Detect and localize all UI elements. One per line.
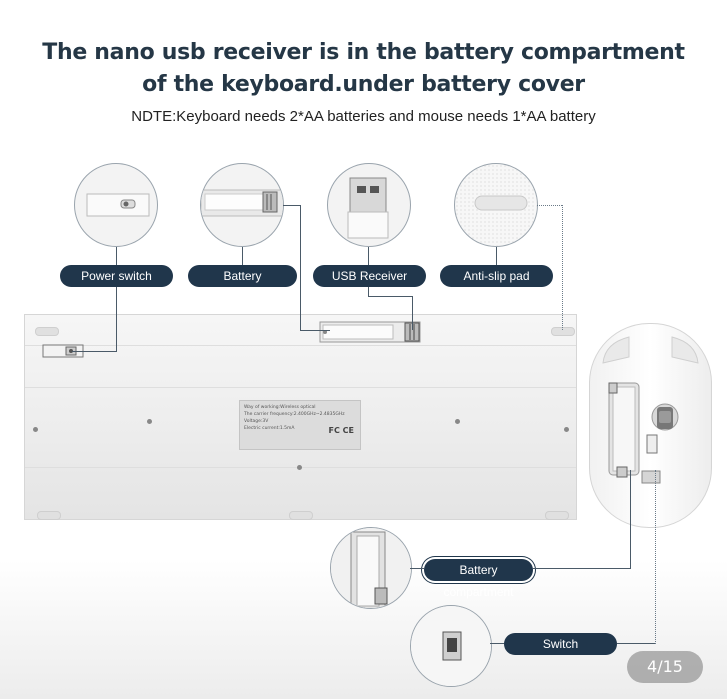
keyboard-edge-line	[25, 345, 576, 346]
connector-line	[368, 287, 369, 297]
connector-line	[116, 247, 117, 265]
mouse-underside	[589, 323, 712, 528]
keyboard-foot	[551, 327, 575, 336]
keyboard-foot	[35, 327, 59, 336]
battery-compartment-detail-icon	[331, 528, 411, 608]
connector-line	[283, 205, 301, 206]
connector-line	[533, 568, 631, 569]
keyboard-foot	[37, 511, 61, 520]
spec-line: Electric current:1.5mA	[244, 426, 295, 431]
battery-detail-icon	[201, 189, 283, 217]
keyboard-edge-line	[25, 387, 576, 388]
anti-slip-pad-closeup	[454, 163, 538, 247]
specification-label: Way of working:Wireless optical The carr…	[239, 400, 361, 450]
heading-line-1: The nano usb receiver is in the battery …	[42, 40, 685, 65]
connector-line	[655, 470, 656, 644]
connector-line	[412, 296, 413, 330]
connector-line	[496, 247, 497, 265]
screw	[297, 465, 302, 470]
connector-line	[617, 643, 655, 644]
connector-line	[490, 643, 504, 644]
connector-line	[410, 568, 424, 569]
anti-slip-pad-icon	[455, 164, 537, 246]
usb-receiver-closeup	[327, 163, 411, 247]
switch-label: Switch	[504, 633, 617, 655]
usb-receiver-label: USB Receiver	[313, 265, 426, 287]
screw	[147, 419, 152, 424]
switch-closeup	[410, 605, 492, 687]
battery-compartment-closeup	[330, 527, 412, 609]
connector-line	[300, 330, 330, 331]
mouse-details-icon	[602, 336, 699, 484]
screw	[455, 419, 460, 424]
connector-line	[368, 296, 412, 297]
heading-line-2: of the keyboard.under battery cover	[142, 72, 585, 97]
switch-detail-icon	[411, 606, 491, 686]
battery-label: Battery	[188, 265, 297, 287]
spec-line: Voltage:3V	[244, 419, 269, 424]
spec-line: The carrier frequency:2.400GHz~2.4835GHz	[244, 412, 345, 417]
keyboard-battery-compartment-icon	[319, 321, 421, 343]
connector-line	[72, 351, 117, 352]
image-counter[interactable]: 4/15	[627, 651, 703, 683]
battery-note: NDTE:Keyboard needs 2*AA batteries and m…	[131, 108, 596, 125]
connector-line	[537, 205, 562, 207]
power-switch-closeup	[74, 163, 158, 247]
screw	[33, 427, 38, 432]
connector-line	[562, 205, 563, 330]
power-switch-detail-icon	[86, 193, 150, 217]
connector-line	[368, 247, 369, 265]
screw	[564, 427, 569, 432]
battery-closeup	[200, 163, 284, 247]
spec-line: Way of working:Wireless optical	[244, 405, 316, 410]
connector-line	[630, 470, 631, 569]
battery-compartment-label: Battery compartment	[424, 559, 533, 599]
connector-line	[116, 287, 117, 351]
anti-slip-pad-label: Anti-slip pad	[440, 265, 553, 287]
usb-receiver-icon	[347, 177, 389, 239]
keyboard-foot	[545, 511, 569, 520]
connector-line	[300, 205, 301, 330]
keyboard-foot	[289, 511, 313, 520]
certification-marks: FC CE	[328, 426, 354, 435]
power-switch-label: Power switch	[60, 265, 173, 287]
connector-line	[242, 247, 243, 265]
